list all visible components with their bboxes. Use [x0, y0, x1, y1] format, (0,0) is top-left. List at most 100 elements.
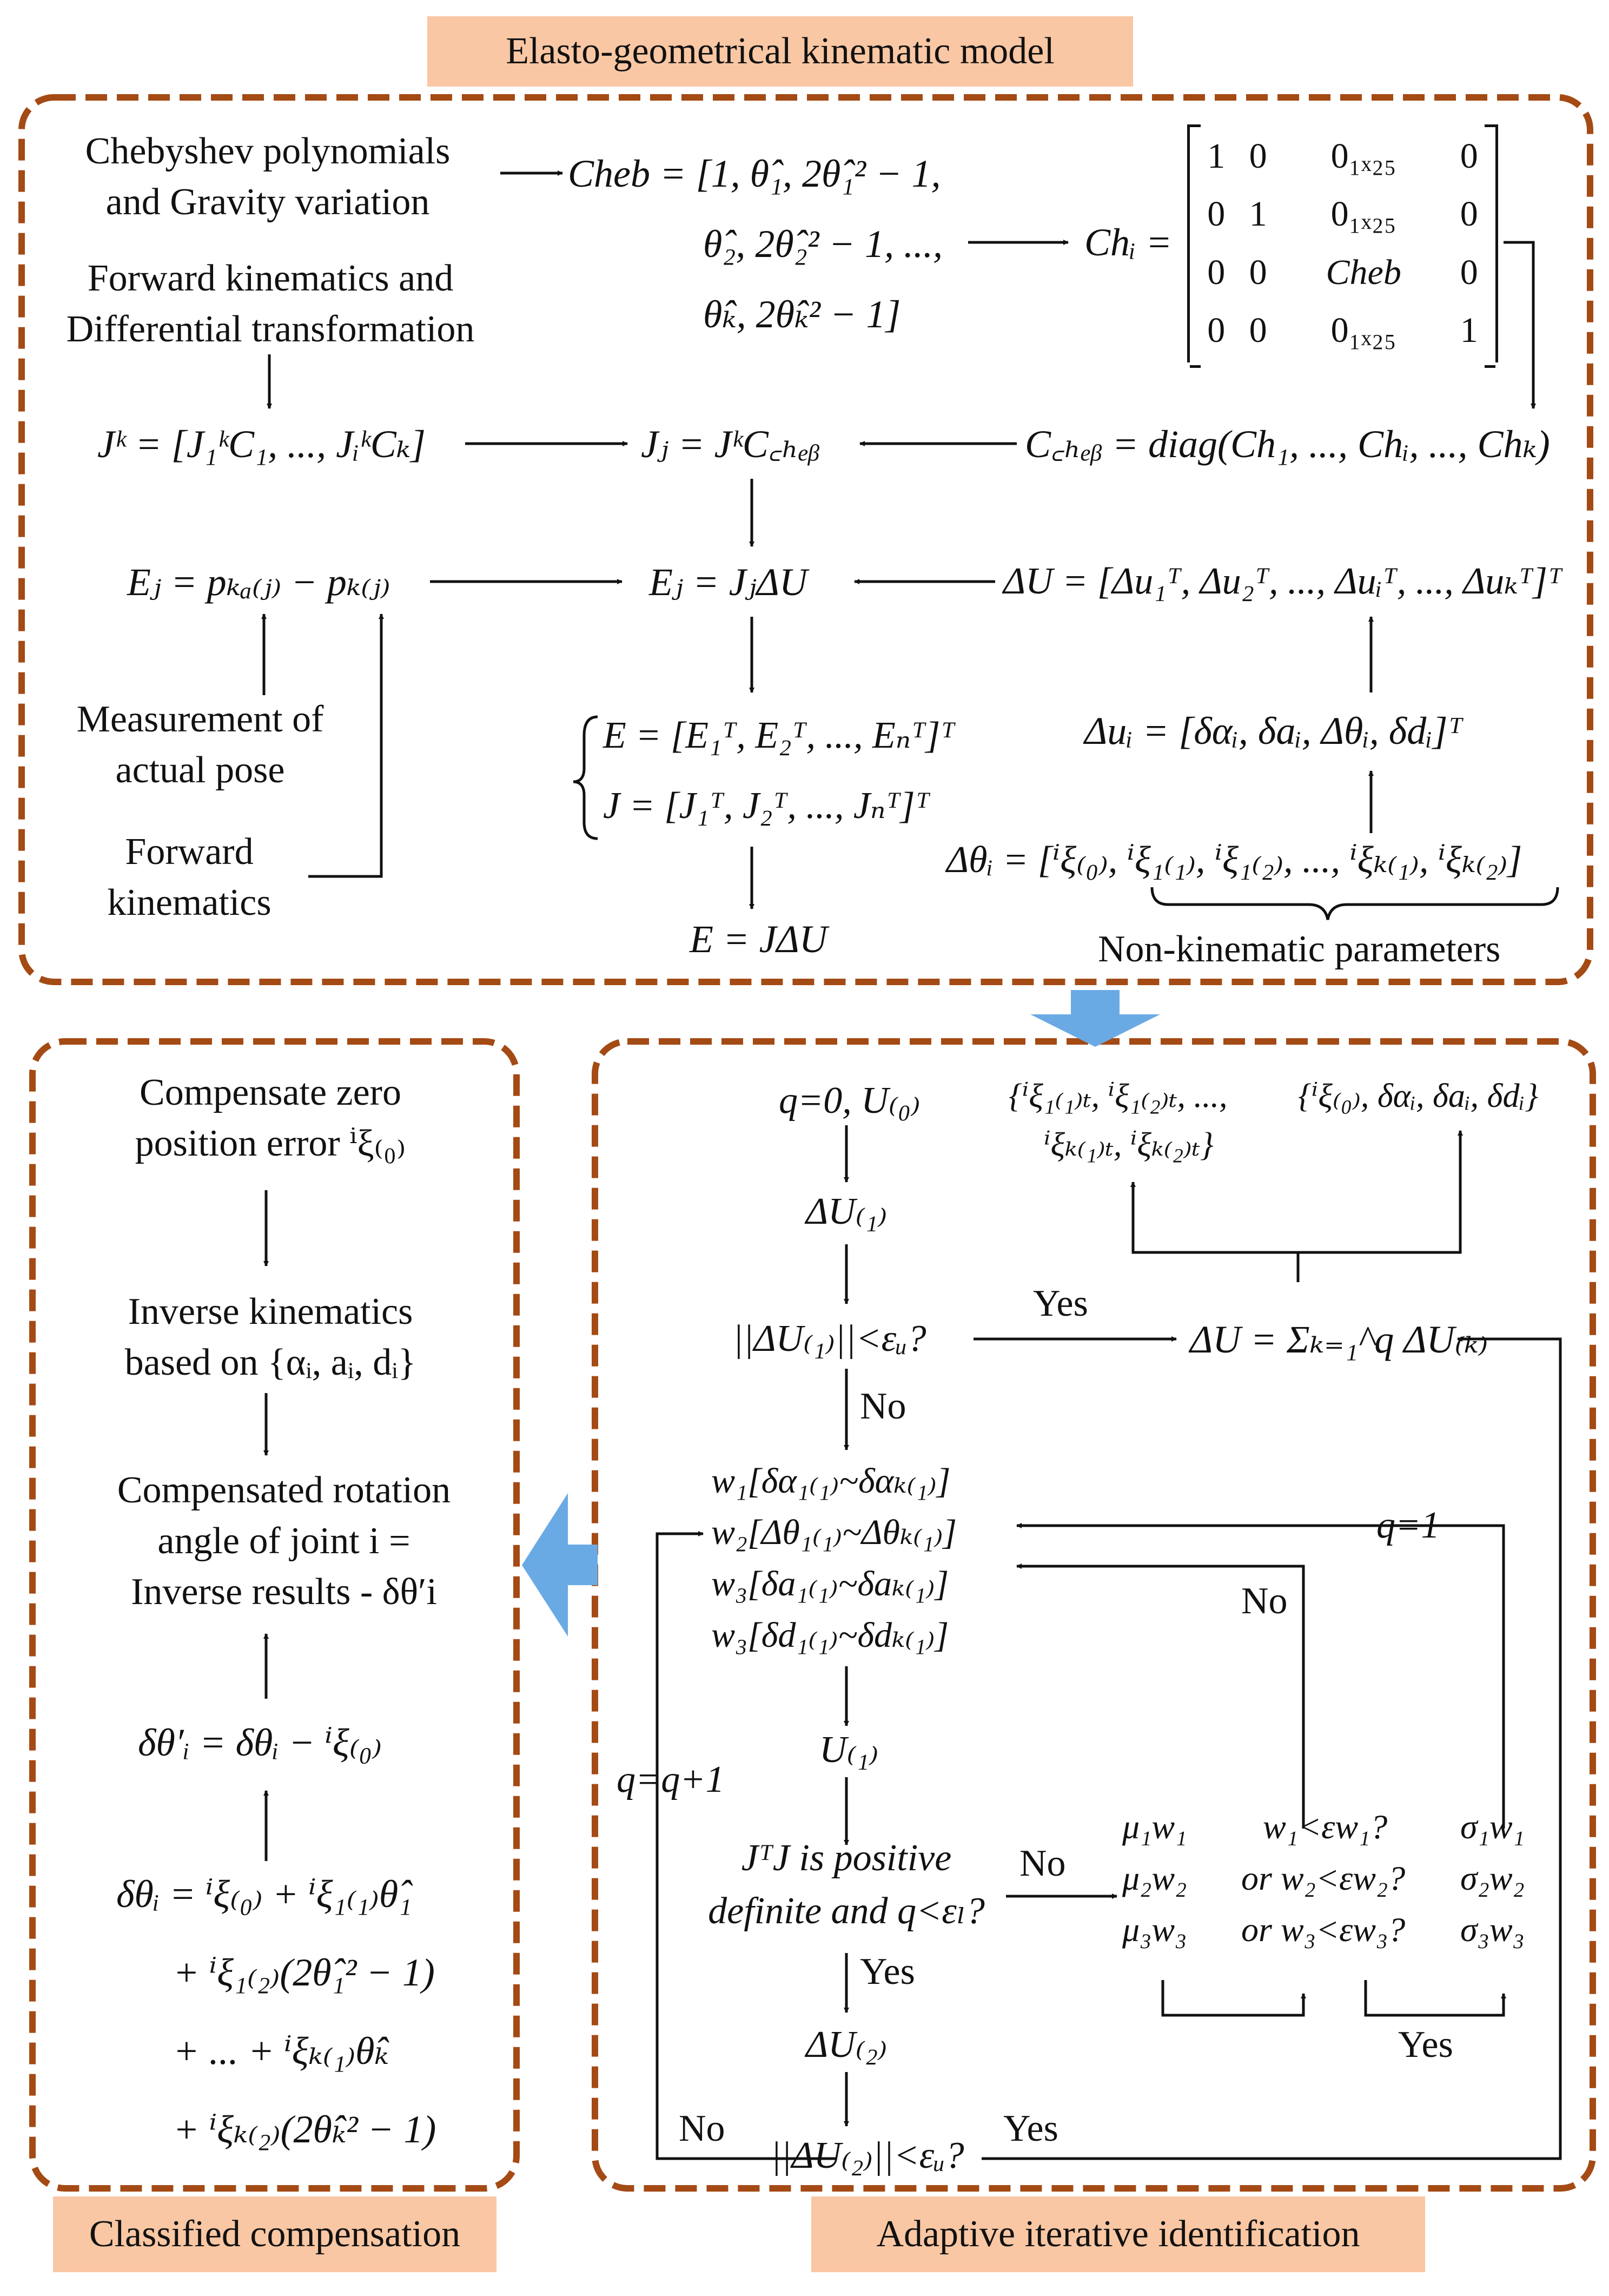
no-pd-label: No: [1019, 1843, 1066, 1884]
dui-equation: Δuᵢ = [δαᵢ, δaᵢ, Δθᵢ, δdᵢ]ᵀ: [1084, 709, 1463, 753]
model-title-label: Elasto-geometrical kinematic model: [427, 16, 1133, 87]
cheb-equation-line3: θ̂ₖ, 2θ̂ₖ² − 1]: [703, 293, 901, 336]
ch-cell: 1: [1207, 136, 1226, 176]
cheb-equation-line2: θ̂₂, 2θ̂₂² − 1, ...,: [703, 222, 943, 266]
compensated-rotation-text: Compensated rotation angle of joint i = …: [54, 1472, 514, 1611]
cheb-text-line2: and Gravity variation: [105, 181, 430, 223]
ch-cell: 0: [1249, 252, 1267, 292]
forward-text: Forward kinematics: [87, 833, 292, 922]
compensate-zero-line1: Compensate zero: [140, 1072, 401, 1113]
arrow-no-mid: [1016, 1563, 1305, 1829]
ch-cell: 0: [1207, 194, 1226, 234]
compensation-frame: [29, 1038, 520, 2192]
qinc-label: q=q+1: [617, 1759, 725, 1800]
forward-line1: Forward: [125, 831, 254, 873]
mu3: μ₃w₃: [1122, 1910, 1187, 1949]
dtheta-equation-line4: + ⁱξₖ₍₂₎(2θ̂ₖ² − 1): [173, 2108, 436, 2151]
mu2: μ₂w₂: [1122, 1859, 1187, 1897]
du1-node: ΔU₍₁₎: [806, 1191, 888, 1232]
yes2-label: Yes: [1003, 2108, 1058, 2149]
blue-left-arrow: [522, 1493, 598, 1637]
dtheta-equation: Δθᵢ = [ⁱξ₍₀₎, ⁱξ₁₍₁₎, ⁱξ₁₍₂₎, ..., ⁱξₖ₍₁…: [946, 839, 1522, 881]
u1-node: U₍₁₎: [819, 1729, 879, 1771]
w1-node: w₁[δα₁₍₁₎~δαₖ₍₁₎]: [711, 1461, 951, 1501]
out-right: {ⁱξ₍₀₎, δαᵢ, δaᵢ, δdᵢ}: [1298, 1078, 1539, 1114]
dtheta-equation-line1: δθᵢ = ⁱξ₍₀₎ + ⁱξ₁₍₁₎θ̂₁: [116, 1872, 412, 1916]
fk-text-line2: Differential transformation: [66, 308, 475, 350]
sum-equation: ΔU = Σₖ₌₁^q ΔU₍ₖ₎: [1190, 1318, 1488, 1361]
cond1: w₁<εw₁?: [1263, 1807, 1388, 1846]
dtheta-equation-line3: + ... + ⁱξₖ₍₁₎θ̂ₖ: [173, 2029, 389, 2073]
ch-matrix: 1 0 0₁ₓ₂₅ 0 0 1 0₁ₓ₂₅ 0 0 0 Cheb 0 0 0 0…: [1187, 124, 1498, 368]
compensated-rotation-line3: Inverse results - δθ′i: [131, 1571, 437, 1613]
arrow-yes-bottom-left: [1161, 1980, 1306, 2017]
e-final-equation: E = JΔU: [690, 918, 827, 961]
ch-matrix-table: 1 0 0₁ₓ₂₅ 0 0 1 0₁ₓ₂₅ 0 0 0 Cheb 0 0 0 0…: [1195, 127, 1490, 360]
check2-node: ||ΔU₍₂₎||<εᵤ?: [771, 2135, 964, 2176]
arrow-q1: [1016, 1523, 1505, 1829]
compensated-rotation-line2: angle of joint i =: [157, 1520, 410, 1562]
ch-cell: 0₁ₓ₂₅: [1330, 311, 1396, 351]
mu1: μ₁w₁: [1122, 1807, 1187, 1846]
ch-cell: 0: [1460, 252, 1478, 292]
pd-node-line2: definite and q<εₗ?: [708, 1890, 985, 1932]
blue-down-arrow: [1030, 990, 1160, 1047]
out-left-line1: {ⁱξ₁₍₁₎ₜ, ⁱξ₁₍₂₎ₜ, ...,: [1009, 1078, 1228, 1114]
measurement-line2: actual pose: [115, 749, 285, 791]
ch-cell: Cheb: [1326, 252, 1401, 292]
underbrace: [1150, 887, 1559, 920]
compensate-zero-line2: position error ⁱξ₍₀₎: [135, 1123, 406, 1164]
ch-cell: 0: [1249, 136, 1267, 176]
ch-cell: 0: [1460, 194, 1478, 234]
sig1: σ₁w₁: [1460, 1807, 1525, 1846]
jj-equation: Jⱼ = JᵏC꜀ₕₑᵦ: [641, 423, 820, 466]
jk-equation: Jᵏ = [J₁ᵏC₁, ..., JᵢᵏCₖ]: [97, 423, 426, 466]
ch-lhs: Chᵢ =: [1084, 221, 1172, 264]
q1-label: q=1: [1376, 1505, 1440, 1546]
arrow-yes-bottom-right: [1364, 1980, 1506, 2017]
pd-node: JᵀJ is positive definite and q<εₗ?: [679, 1839, 1014, 1930]
w2-node: w₂[Δθ₁₍₁₎~Δθₖ₍₁₎]: [711, 1513, 957, 1552]
no2-label: No: [679, 2108, 725, 2149]
sig2: σ₂w₂: [1460, 1859, 1525, 1897]
ej-equation: Eⱼ = pₖₐ₍ⱼ₎ − pₖ₍ⱼ₎: [127, 560, 390, 604]
ch-cell: 0: [1207, 252, 1226, 292]
out-left-line2: ⁱξₖ₍₁₎ₜ, ⁱξₖ₍₂₎ₜ}: [1044, 1126, 1214, 1163]
yes-pd-label: Yes: [860, 1951, 915, 1992]
inverse-kinematics-text: Inverse kinematics based on {αᵢ, aᵢ, dᵢ}: [54, 1293, 487, 1382]
cheb-equation-line1: Cheb = [1, θ̂₁, 2θ̂₁² − 1,: [568, 152, 941, 195]
arrow-fwd-up: [308, 613, 384, 878]
compensated-rotation-line1: Compensated rotation: [117, 1469, 451, 1511]
pd-node-line1: JᵀJ is positive: [741, 1837, 952, 1879]
compensation-title-label: Classified compensation: [53, 2196, 496, 2272]
nonkinematic-label: Non-kinematic parameters: [1098, 928, 1501, 970]
forward-line2: kinematics: [107, 882, 272, 923]
model-frame: [18, 94, 1593, 985]
cond3: or w₃<εw₃?: [1241, 1910, 1406, 1949]
ch-cell: 1: [1460, 311, 1478, 351]
arrow-ch-ccheb: [1504, 241, 1536, 409]
cond2: or w₂<εw₂?: [1241, 1859, 1406, 1897]
system-brace: [573, 715, 598, 840]
cheb-text-line1: Chebyshev polynomials: [85, 130, 451, 172]
arrow-sum-right: [1298, 1130, 1463, 1254]
dtheta-prime-equation: δθ′ᵢ = δθᵢ − ⁱξ₍₀₎: [138, 1721, 382, 1764]
du2-node: ΔU₍₂₎: [806, 2024, 888, 2066]
compensate-zero-text: Compensate zero position error ⁱξ₍₀₎: [54, 1074, 487, 1163]
dtheta-equation-line2: + ⁱξ₁₍₂₎(2θ̂₁² − 1): [173, 1951, 435, 1994]
arrow-sum-left: [1130, 1182, 1300, 1282]
identification-title-label: Adaptive iterative identification: [811, 2196, 1425, 2272]
arrow-yes2: [982, 1336, 1562, 2160]
fk-text-line1: Forward kinematics and: [87, 258, 454, 299]
identification-frame: [592, 1038, 1596, 2192]
ch-cell: 0₁ₓ₂₅: [1330, 194, 1396, 234]
j-vector-equation: J = [J₁ᵀ, J₂ᵀ, ..., Jₙᵀ]ᵀ: [603, 785, 930, 827]
ch-cell: 1: [1249, 194, 1267, 234]
measurement-text: Measurement of actual pose: [54, 701, 346, 789]
ccheb-equation: C꜀ₕₑᵦ = diag(Ch₁, ..., Chᵢ, ..., Chₖ): [1025, 423, 1550, 466]
yes1-label: Yes: [1033, 1283, 1088, 1324]
ch-cell: 0: [1207, 311, 1226, 351]
measurement-line1: Measurement of: [76, 698, 324, 740]
w3b-node: w₃[δd₁₍₁₎~δdₖ₍₁₎]: [711, 1615, 949, 1655]
